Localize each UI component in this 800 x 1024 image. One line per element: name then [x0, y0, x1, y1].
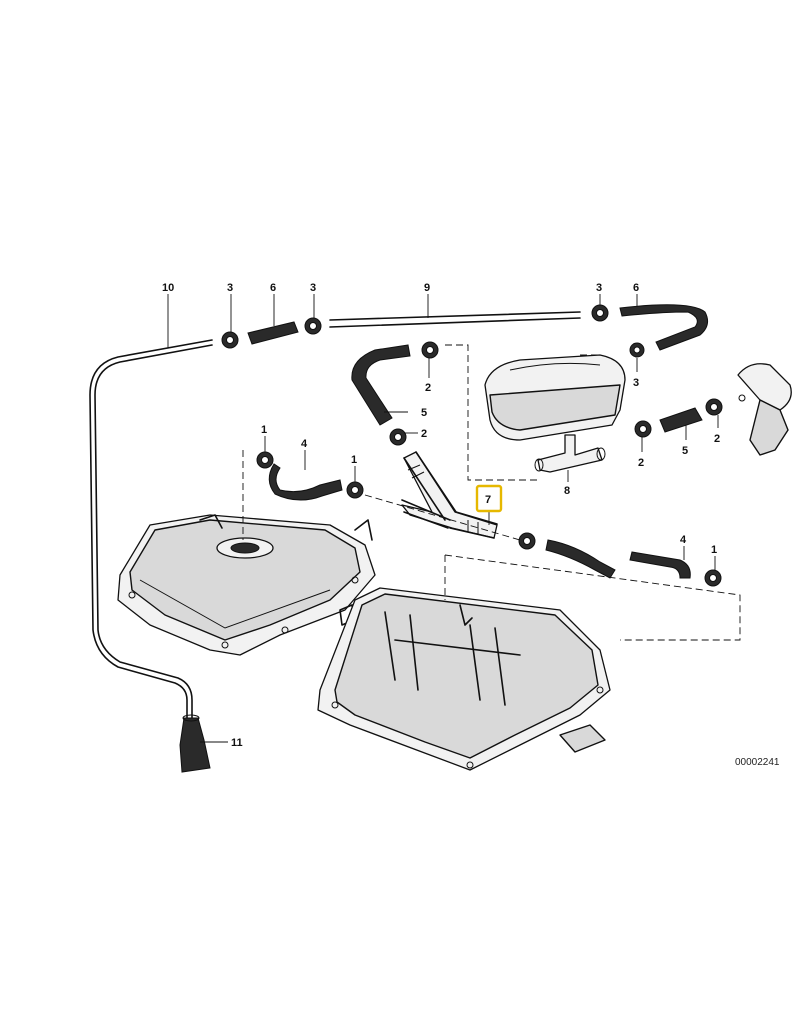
- clamp-3-right-lower[interactable]: [518, 532, 536, 550]
- clamp-3-right-upper[interactable]: [629, 342, 645, 358]
- callout-1[interactable]: 1: [261, 424, 267, 436]
- callout-11[interactable]: 11: [231, 737, 243, 749]
- purge-valve[interactable]: [737, 363, 792, 456]
- callout-2[interactable]: 2: [638, 457, 644, 469]
- hose-5-center[interactable]: [351, 344, 411, 426]
- callout-leaders: [167, 294, 719, 743]
- callout-7-highlight: [475, 484, 503, 513]
- callout-4[interactable]: 4: [301, 438, 308, 450]
- connector-pipe-7[interactable]: [401, 451, 498, 539]
- clamp-1-left[interactable]: [256, 451, 274, 469]
- callout-labels: 10 3 6 3 9 3 6 2 5 2 3 1 4 1 7 2 5 2 8 4…: [162, 282, 720, 749]
- callout-1[interactable]: 1: [351, 454, 357, 466]
- clamp-2-center-mid[interactable]: [389, 428, 407, 446]
- hose-9[interactable]: [329, 311, 581, 328]
- callout-3[interactable]: 3: [310, 282, 316, 294]
- hose-6-top-right[interactable]: [619, 304, 709, 351]
- right-valve-cover[interactable]: [317, 587, 611, 771]
- reference-lines: [242, 344, 741, 641]
- clamp-3-top-left[interactable]: [221, 331, 239, 349]
- hose-4-left[interactable]: [268, 463, 343, 501]
- callout-3[interactable]: 3: [633, 377, 639, 389]
- callout-1[interactable]: 1: [711, 544, 717, 556]
- callout-6[interactable]: 6: [270, 282, 276, 294]
- callout-2[interactable]: 2: [714, 433, 720, 445]
- callout-2[interactable]: 2: [425, 382, 431, 394]
- clamp-2-center-top[interactable]: [421, 341, 439, 359]
- clamp-1-left-right[interactable]: [346, 481, 364, 499]
- grommet-11[interactable]: [179, 714, 211, 773]
- pipe-8[interactable]: [534, 434, 606, 473]
- callout-3[interactable]: 3: [596, 282, 602, 294]
- vapor-canister[interactable]: [484, 354, 626, 441]
- callout-5[interactable]: 5: [421, 407, 427, 419]
- callout-6[interactable]: 6: [633, 282, 639, 294]
- callout-3[interactable]: 3: [227, 282, 233, 294]
- hose-10[interactable]: [89, 339, 213, 719]
- callout-2[interactable]: 2: [421, 428, 427, 440]
- callout-4[interactable]: 4: [680, 534, 687, 546]
- clamp-2-canister-left[interactable]: [634, 420, 652, 438]
- hose-4-right[interactable]: [545, 539, 691, 579]
- callout-7[interactable]: 7: [485, 494, 491, 506]
- clamp-3-top-center[interactable]: [304, 317, 322, 335]
- callout-9[interactable]: 9: [424, 282, 430, 294]
- clamp-2-canister-right[interactable]: [705, 398, 723, 416]
- callout-10[interactable]: 10: [162, 282, 174, 294]
- callout-5[interactable]: 5: [682, 445, 688, 457]
- hose-6-top-left[interactable]: [247, 321, 299, 345]
- clamp-3-top-right[interactable]: [591, 304, 609, 322]
- clamp-1-right[interactable]: [704, 569, 722, 587]
- callout-8[interactable]: 8: [564, 485, 570, 497]
- hose-5-canister[interactable]: [659, 407, 703, 433]
- left-valve-cover[interactable]: [117, 514, 376, 656]
- drawing-number: 00002241: [735, 757, 780, 768]
